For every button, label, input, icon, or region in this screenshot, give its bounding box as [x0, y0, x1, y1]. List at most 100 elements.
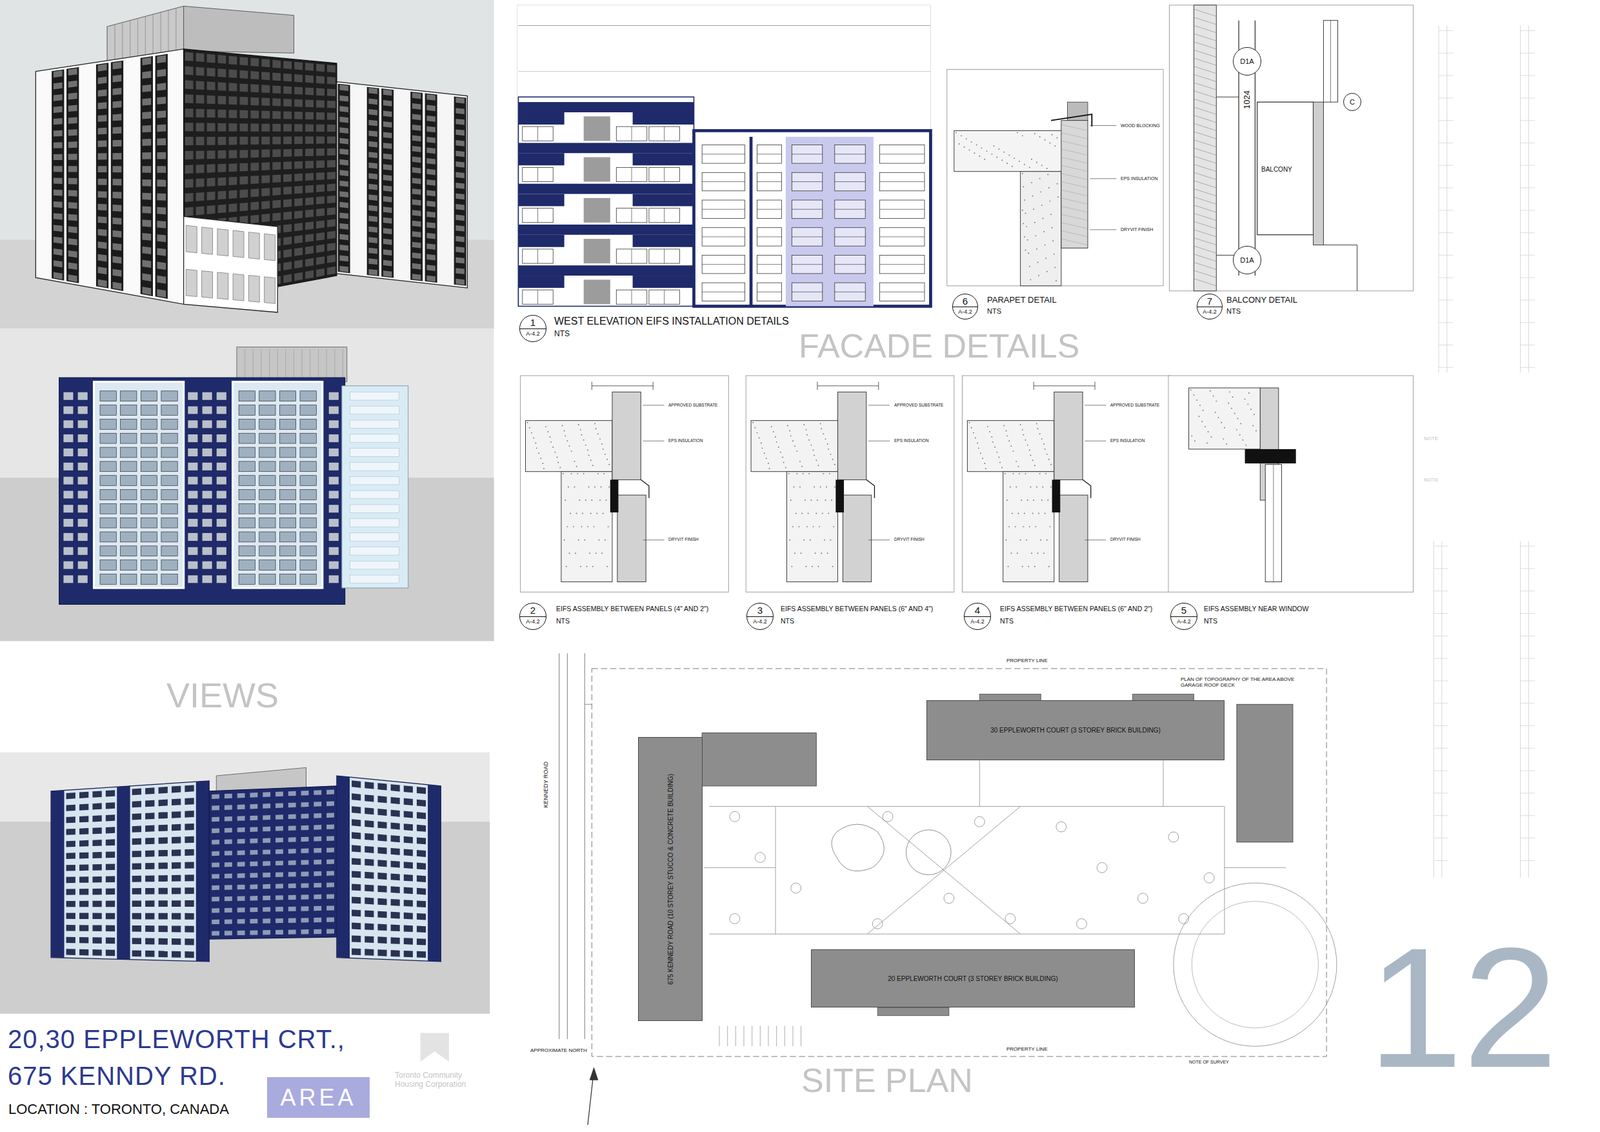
elevation-drawing-part [757, 153, 782, 155]
site-plan-drawing-part [1056, 821, 1067, 832]
building-view-part [145, 825, 155, 832]
elevation-drawing-part [632, 112, 695, 125]
building-view-part [327, 266, 336, 275]
building-view-part [305, 258, 314, 267]
eifs-section-part [594, 422, 596, 424]
elevation-drawing-part [879, 145, 925, 164]
building-view-part [105, 925, 115, 932]
building-view-part [259, 560, 276, 571]
faded-sheet-part [1520, 860, 1535, 861]
eifs-section-part [1212, 395, 1215, 397]
building-view-part [105, 863, 115, 870]
eifs-section-part [1218, 416, 1220, 419]
building-view-part [53, 154, 63, 160]
building-view-part [161, 531, 178, 542]
building-view [0, 752, 490, 1014]
building-view-part [201, 434, 213, 443]
eifs-section-part [823, 539, 826, 541]
building-view-part [140, 574, 157, 585]
building-view-part [294, 111, 303, 120]
parapet-section-part [990, 153, 993, 155]
building-view-part [79, 888, 89, 895]
parapet-section-part [965, 138, 968, 140]
divider-line [747, 616, 773, 617]
elevation-drawing-part [834, 263, 866, 265]
eifs-section-part [594, 485, 596, 488]
building-view-part [364, 807, 374, 815]
building-view-part [259, 574, 276, 585]
faded-sheet-part [1520, 590, 1535, 591]
building-view-part [390, 847, 400, 855]
building-view-part [383, 110, 392, 118]
building-view-part [455, 193, 465, 200]
building-view-part [259, 489, 276, 500]
elevation-drawing-part [791, 236, 822, 237]
building-view-part [326, 835, 335, 841]
eifs-section-part [583, 472, 585, 475]
building-view-part [326, 812, 335, 818]
building-view-part [77, 504, 88, 513]
building-view-part [327, 136, 336, 144]
building-view-part [171, 785, 181, 793]
building-view-part [300, 475, 317, 486]
building-view-part [416, 824, 426, 832]
building-view-part [112, 74, 122, 83]
parapet-section-part [1001, 159, 1003, 161]
building-view-part [63, 461, 74, 471]
building-view-part [305, 62, 314, 71]
building-view-part [53, 260, 63, 268]
eifs-section-part [1250, 408, 1252, 410]
building-view-part [187, 434, 199, 443]
building-view-part [100, 517, 117, 528]
building-view-part [250, 929, 259, 935]
elevation-drawing-part [649, 126, 680, 141]
parapet-section-part [1049, 141, 1051, 144]
building-view-part [272, 123, 281, 132]
building-view-part [105, 814, 115, 821]
eifs-section-part [822, 472, 824, 475]
eifs-section-part [810, 444, 812, 446]
parapet-section-part [1036, 161, 1038, 164]
building-view-part [279, 432, 296, 444]
parapet-section-part [1039, 136, 1041, 138]
eifs-section-part [796, 450, 798, 452]
building-view-part [218, 163, 227, 173]
faded-sheet-part [1528, 540, 1530, 878]
building-view-part [390, 821, 400, 830]
faded-sheet-part [1520, 300, 1535, 301]
building-view-part [77, 391, 88, 400]
balcony-plan-part [1194, 189, 1217, 197]
parapet-section-part [1041, 218, 1044, 220]
building-view-part [259, 447, 276, 458]
eifs-section-part [602, 512, 604, 515]
elevation-drawing-part [834, 172, 866, 191]
building-view-part [259, 517, 276, 528]
faded-sheet-part [1520, 658, 1535, 659]
building-view-part [426, 179, 435, 186]
building-view-part [294, 161, 303, 170]
building-view-part [351, 792, 361, 800]
site-plan-drawing-part [727, 1025, 728, 1047]
building-view-part [336, 81, 468, 288]
window-tag-text: C [1349, 98, 1355, 106]
building-view-part [403, 899, 413, 907]
eifs-section-part [581, 512, 584, 515]
building-view-part [171, 798, 181, 806]
eifs-section-part [1193, 394, 1195, 396]
survey-note: NOTE OF SURVEY [1189, 1059, 1230, 1064]
building-view-part [145, 925, 155, 932]
eifs-section [961, 375, 1171, 592]
elevation-drawing-part [649, 289, 680, 304]
eifs-section-part [1223, 427, 1226, 429]
building-view-part [294, 86, 303, 95]
building-view-part [141, 125, 151, 133]
parapet-section-part [1061, 230, 1088, 237]
eifs-section-part [574, 552, 577, 554]
building-view-part [339, 95, 349, 102]
building-view-part [285, 349, 286, 380]
building-view-part [326, 916, 335, 922]
eifs-section-part [825, 438, 827, 440]
building-view-part [184, 784, 194, 792]
eifs-section-part [612, 391, 641, 480]
building-view-part [412, 241, 421, 249]
